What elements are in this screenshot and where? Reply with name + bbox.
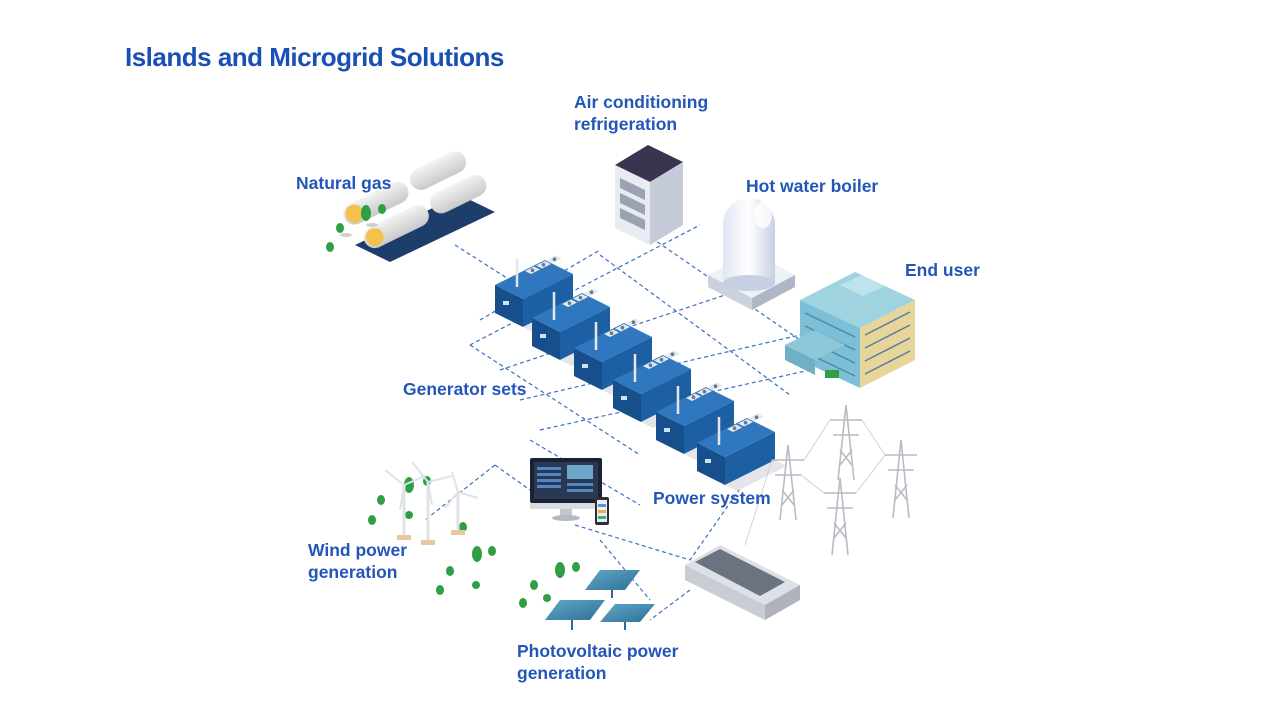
label-power-system: Power system <box>653 488 771 508</box>
label-end-user: End user <box>905 260 980 280</box>
label-line: generation <box>308 562 398 582</box>
label-line: Wind power <box>308 540 408 560</box>
end-user-building <box>785 272 915 388</box>
transmission-towers <box>744 404 917 556</box>
label-wind-power: Wind power generation <box>308 539 407 583</box>
label-line: refrigeration <box>574 114 678 134</box>
label-photovoltaic: Photovoltaic power generation <box>517 640 678 684</box>
wind-turbines <box>384 461 479 545</box>
hot-water-boiler <box>708 198 795 310</box>
natural-gas-tanks <box>343 151 495 262</box>
solar-panels <box>545 570 655 630</box>
label-line: generation <box>517 663 607 683</box>
label-air-conditioning: Air conditioning refrigeration <box>574 91 708 135</box>
air-conditioning-unit <box>615 145 683 245</box>
label-natural-gas: Natural gas <box>296 173 392 193</box>
label-generator-sets: Generator sets <box>403 379 527 399</box>
generator-sets <box>495 255 787 491</box>
generator-set <box>697 413 787 491</box>
monitoring-computer <box>530 458 609 525</box>
substation-building <box>685 545 800 620</box>
label-line: Air conditioning <box>574 92 709 112</box>
label-line: Photovoltaic power <box>517 641 679 661</box>
page-title: Islands and Microgrid Solutions <box>125 42 504 72</box>
label-hot-water-boiler: Hot water boiler <box>746 176 879 196</box>
